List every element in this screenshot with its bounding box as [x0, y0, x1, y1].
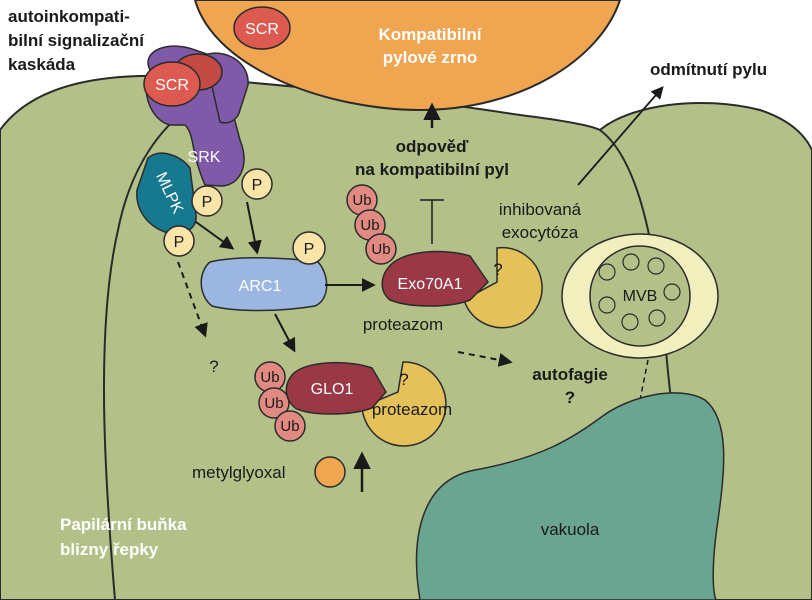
cell-label-2: blizny řepky	[60, 540, 159, 559]
proteasome-exo-question: ?	[493, 260, 502, 279]
rejection-label: odmítnutí pylu	[650, 60, 767, 79]
cascade-title-2: bilní signalizační	[8, 31, 145, 50]
phosphate-mlpk-1	[191, 185, 223, 217]
pollen-scr-label: SCR	[245, 21, 279, 38]
phosphate-mlpk-2-label: P	[174, 234, 185, 251]
mvb-label: MVB	[623, 288, 658, 305]
exo70a1-protein	[381, 250, 489, 307]
cell-label-1: Papilární buňka	[60, 515, 187, 534]
autophagy-label: autofagie	[532, 365, 608, 384]
arrow-mlpk-arc1	[195, 221, 235, 250]
methylglyoxal-label: metylglyoxal	[192, 463, 286, 482]
pollen-label-1: Kompatibilní	[379, 25, 483, 44]
ub-exo-3	[365, 233, 397, 265]
arrow-rejection	[577, 86, 664, 186]
cell-boundary-left	[102, 94, 211, 600]
mvb-vesicle-2	[622, 253, 640, 271]
glo1-label: GLO1	[311, 381, 354, 398]
arc1-label: ARC1	[239, 278, 282, 295]
mvb-vesicle-5	[648, 309, 666, 327]
cascade-title-3: kaskáda	[8, 55, 76, 74]
ub-exo-3-label: Ub	[371, 241, 390, 258]
srk-label: SRK	[188, 149, 221, 166]
mvb-vesicle-1	[598, 263, 616, 281]
mvb-vesicle-7	[598, 296, 616, 314]
ub-glo-2	[258, 387, 290, 419]
ub-glo-3-label: Ub	[280, 418, 299, 435]
ub-exo-1-label: Ub	[352, 192, 371, 209]
proteasome-glo1	[361, 361, 447, 447]
arrow-arc1-glo1	[274, 313, 296, 353]
ub-glo-1-label: Ub	[260, 369, 279, 386]
response-label-2: na kompatibilní pyl	[355, 160, 509, 179]
arrow-autophagy	[457, 351, 513, 367]
mvb-vesicle-3	[647, 257, 665, 275]
arrow-dashed-unknown	[177, 261, 208, 338]
proteasome-exo70a1	[463, 246, 543, 329]
cascade-title-1: autoinkompati-	[8, 7, 130, 26]
exo70a1-label: Exo70A1	[398, 276, 463, 293]
proteasome-label-bottom: proteazom	[372, 400, 452, 419]
pollen-label-2: pylové zrno	[383, 48, 477, 67]
proteasome-label-top: proteazom	[363, 315, 443, 334]
glo1-protein	[285, 361, 387, 415]
response-label-1: odpověď	[396, 137, 469, 156]
inhibited-label-1: inhibovaná	[499, 200, 582, 219]
ub-glo-3	[274, 410, 306, 442]
inhibited-label-2: exocytóza	[502, 223, 579, 242]
pollen-grain	[193, 0, 622, 112]
vacuole	[415, 392, 725, 600]
receptor-scr-label: SCR	[155, 77, 189, 94]
mvb-vesicle-6	[621, 313, 639, 331]
mvb-vesicle-4	[663, 283, 681, 301]
phosphate-srk	[241, 168, 273, 200]
phosphate-srk-label: P	[252, 177, 263, 194]
receptor-scr-molecule	[143, 61, 201, 107]
proteasome-glo-question: ?	[399, 370, 408, 389]
arc1-protein	[200, 257, 328, 312]
unknown-mark: ?	[209, 357, 218, 376]
arrow-srk-arc1	[246, 201, 262, 255]
autophagy-question: ?	[565, 388, 575, 407]
phosphate-arc1-label: P	[304, 241, 315, 258]
pollen-scr-molecule	[233, 6, 291, 50]
ub-exo-2-label: Ub	[360, 217, 379, 234]
ub-glo-2-label: Ub	[264, 395, 283, 412]
phosphate-mlpk-2	[163, 225, 195, 257]
methylglyoxal-molecule	[314, 456, 346, 488]
vacuole-label: vakuola	[541, 520, 600, 539]
phosphate-arc1	[292, 231, 326, 265]
phosphate-mlpk-1-label: P	[202, 194, 213, 211]
mvb-vacuole-link	[639, 359, 649, 401]
